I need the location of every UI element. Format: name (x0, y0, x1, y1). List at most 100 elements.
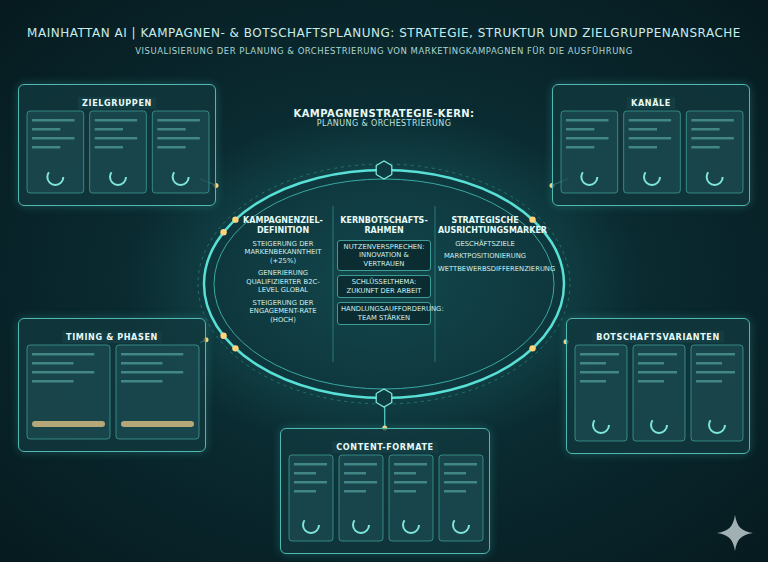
outer-ring (204, 170, 564, 398)
text-placeholder (629, 146, 657, 149)
text-placeholder (444, 481, 477, 484)
text-placeholder (95, 146, 123, 149)
mini-gauge (110, 169, 126, 185)
mini-gauge (353, 517, 369, 533)
core-heading: KAMPAGNENSTRATEGIE-KERN: (200, 108, 568, 119)
text-placeholder (121, 353, 183, 356)
text-placeholder (566, 146, 594, 149)
section-heading: KERNBOTSCHAFTS-RAHMEN (337, 216, 431, 236)
text-placeholder (157, 146, 185, 149)
mini-gauge (651, 417, 667, 433)
inner-card (339, 455, 383, 541)
section-item: NUTZENVERSPRECHEN: INNOVATION & VERTRAUE… (337, 240, 431, 271)
ring-dot (529, 216, 535, 222)
text-placeholder (394, 490, 416, 493)
core-subheading: PLANUNG & ORCHESTRIERUNG (200, 119, 568, 128)
text-placeholder (629, 119, 672, 122)
diagram-title: MAINHATTAN AI | KAMPAGNEN- & BOTSCHAFTSP… (10, 26, 758, 40)
text-placeholder (344, 463, 377, 466)
text-placeholder (294, 490, 316, 493)
text-placeholder (344, 481, 377, 484)
text-placeholder (580, 353, 619, 356)
ring-dot (529, 345, 535, 351)
mini-gauge (707, 169, 723, 185)
hex-node (376, 161, 392, 179)
core-section: STRATEGISCHE AUSRICHTUNGSMARKERGESCHÄFTS… (436, 214, 534, 275)
module-panel: TIMING & PHASEN (18, 318, 206, 452)
panel-heading: ZIELGRUPPEN (78, 97, 156, 109)
timeline-bar (32, 421, 105, 427)
text-placeholder (696, 371, 735, 374)
panel-head: CONTENT-FORMATE (289, 435, 481, 454)
core-section: KAMPAGNENZIEL-DEFINITIONSTEIGERUNG DER M… (234, 214, 332, 326)
inner-card (439, 455, 483, 541)
text-placeholder (691, 146, 719, 149)
text-placeholder (638, 371, 677, 374)
text-placeholder (95, 137, 137, 140)
text-placeholder (32, 146, 60, 149)
section-item: HANDLUNGSAUFFORDERUNG: TEAM STÄRKEN (337, 302, 431, 325)
text-placeholder (629, 137, 672, 140)
inner-card (691, 345, 743, 441)
core-ellipse: KAMPAGNENSTRATEGIE-KERN:PLANUNG & ORCHES… (200, 108, 568, 400)
inner-card (686, 111, 743, 193)
section-item: STEIGERUNG DER ENGAGEMENT-RATE (HOCH) (236, 299, 330, 324)
text-placeholder (32, 353, 94, 356)
ring-dot (232, 216, 238, 222)
text-placeholder (394, 472, 416, 475)
text-placeholder (638, 362, 664, 365)
inner-card (633, 345, 685, 441)
section-item: STEIGERUNG DER MARKENBEKANNTHEIT (+25%) (236, 240, 330, 265)
text-placeholder (32, 362, 74, 365)
mini-gauge (403, 517, 419, 533)
text-placeholder (696, 353, 735, 356)
mini-gauge (709, 417, 725, 433)
text-placeholder (294, 481, 327, 484)
section-item: WETTBEWERBSDIFFERENZIERUNG (438, 265, 532, 273)
text-placeholder (638, 353, 677, 356)
section-divider (333, 206, 334, 362)
inner-card (152, 111, 209, 193)
panel-head: BOTSCHAFTSVARIANTEN (575, 325, 741, 344)
text-placeholder (444, 490, 466, 493)
text-placeholder (32, 128, 60, 131)
section-item: SCHLÜSSELTHEMA: ZUKUNFT DER ARBEIT (337, 275, 431, 298)
mini-gauge (173, 169, 189, 185)
text-placeholder (344, 490, 366, 493)
text-placeholder (157, 119, 200, 122)
panel-heading: CONTENT-FORMATE (332, 441, 438, 453)
mini-gauge (47, 169, 63, 185)
section-item: GENERIERUNG QUALIFIZIERTER B2C-LEVEL GLO… (236, 269, 330, 294)
text-placeholder (444, 472, 466, 475)
inner-card (289, 455, 333, 541)
text-placeholder (32, 137, 75, 140)
text-placeholder (32, 119, 75, 122)
text-placeholder (580, 371, 619, 374)
text-placeholder (95, 119, 137, 122)
panel-head: ZIELGRUPPEN (27, 91, 207, 110)
text-placeholder (691, 137, 734, 140)
text-placeholder (696, 362, 722, 365)
mini-gauge (581, 169, 597, 185)
inner-ring (214, 179, 554, 389)
inner-card (389, 455, 433, 541)
text-placeholder (344, 472, 366, 475)
inner-card (575, 345, 627, 441)
text-placeholder (294, 472, 316, 475)
mini-gauge (644, 169, 660, 185)
text-placeholder (580, 362, 606, 365)
section-heading: STRATEGISCHE AUSRICHTUNGSMARKER (438, 216, 532, 236)
core-section: KERNBOTSCHAFTS-RAHMEN NUTZENVERSPRECHEN: … (335, 214, 433, 327)
module-panel: ZIELGRUPPEN (18, 84, 216, 206)
text-placeholder (121, 371, 183, 374)
dashed-ring (198, 164, 570, 404)
text-placeholder (157, 137, 200, 140)
inner-card (624, 111, 681, 193)
text-placeholder (638, 380, 664, 383)
inner-card (27, 345, 110, 439)
text-placeholder (691, 128, 719, 131)
panel-heading: BOTSCHAFTSVARIANTEN (592, 331, 724, 343)
mini-gauge (453, 517, 469, 533)
timeline-bar (121, 421, 194, 427)
watermark-star (717, 515, 753, 551)
